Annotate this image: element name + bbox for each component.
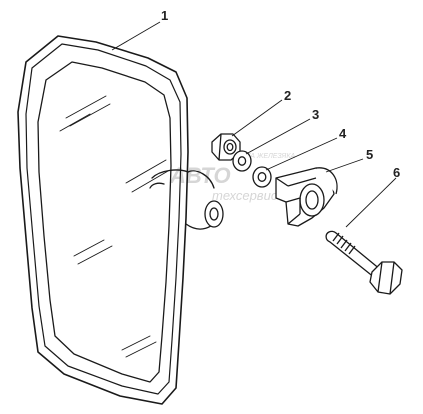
- flat-washer-part: [232, 150, 252, 172]
- callout-5: 5: [366, 147, 373, 162]
- leader-lines: [111, 21, 397, 228]
- callout-3: 3: [312, 107, 319, 122]
- leader-line-5: [325, 158, 364, 173]
- mirror-part: [17, 35, 224, 405]
- callout-4: 4: [339, 126, 347, 141]
- clamp-part: [275, 167, 338, 227]
- callout-6: 6: [393, 165, 400, 180]
- mirror-glass: [37, 61, 172, 383]
- callout-2: 2: [284, 88, 291, 103]
- mirror-outer-frame: [17, 35, 189, 405]
- callout-labels: 1 2 3 4 5 6: [161, 8, 400, 180]
- watermark-line1: АВТО: [169, 163, 231, 188]
- mirror-mounting-boss: [149, 169, 224, 230]
- watermark-small: ПЛАНЕТА ЖЕЛЕЗЯКА: [222, 153, 295, 160]
- callout-1: 1: [161, 8, 168, 23]
- leader-line-2: [231, 99, 283, 137]
- leader-line-6: [345, 177, 397, 228]
- bolt-part: [325, 230, 403, 295]
- watermark-line2: техсервис: [212, 188, 278, 203]
- leader-line-1: [111, 21, 161, 51]
- spring-washer-part: [252, 166, 272, 188]
- glass-highlights: [59, 95, 169, 358]
- mirror-frame-inner-edge: [25, 43, 182, 395]
- leader-line-4: [265, 137, 338, 171]
- leader-line-3: [245, 118, 311, 155]
- watermark: ПЛАНЕТА ЖЕЛЕЗЯКА АВТО техсервис: [169, 153, 295, 203]
